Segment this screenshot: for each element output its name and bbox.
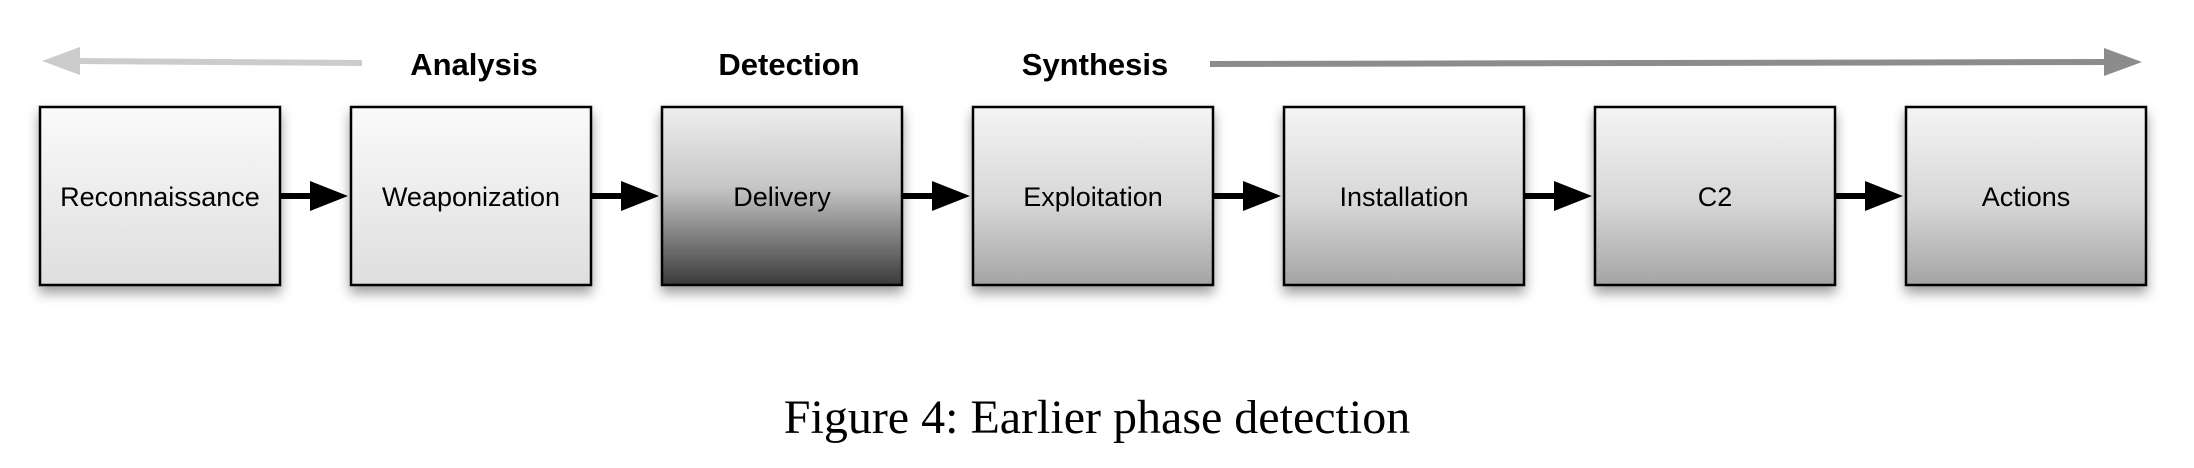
stage-box-c2	[1593, 105, 1837, 287]
stage-reconnaissance: Reconnaissance	[38, 105, 282, 287]
stage-label-exploitation: Exploitation	[1023, 182, 1163, 212]
backward-arrow-shaft	[73, 58, 363, 66]
connector-installation-to-c2	[1525, 181, 1592, 211]
connector-weaponization-to-delivery	[592, 181, 659, 211]
stage-box-installation	[1282, 105, 1526, 287]
backward-arrow-head	[42, 47, 80, 75]
backward-arrow	[42, 47, 363, 75]
figure-caption: Figure 4: Earlier phase detection	[783, 391, 1411, 444]
connector-exploitation-to-installation	[1214, 181, 1281, 211]
stage-label-delivery: Delivery	[733, 182, 831, 212]
stage-box-delivery	[660, 105, 904, 287]
connector-c2-to-actions	[1836, 181, 1903, 211]
connector-delivery-to-exploitation	[903, 181, 970, 211]
connector-arrowhead-icon	[1243, 181, 1281, 211]
stage-label-reconnaissance: Reconnaissance	[60, 182, 260, 212]
stage-exploitation: Exploitation	[971, 105, 1215, 287]
stage-weaponization: Weaponization	[349, 105, 593, 287]
stage-label-weaponization: Weaponization	[382, 182, 560, 212]
phase-label-analysis: Analysis	[410, 47, 538, 82]
forward-arrow-head	[2104, 48, 2142, 76]
forward-arrow	[1209, 48, 2142, 76]
stage-c2: C2	[1593, 105, 1837, 287]
stage-label-c2: C2	[1698, 182, 1733, 212]
connector-arrowhead-icon	[310, 181, 348, 211]
stage-box-exploitation	[971, 105, 1215, 287]
stage-delivery: Delivery	[660, 105, 904, 287]
phase-label-synthesis: Synthesis	[1022, 47, 1168, 82]
stage-box-weaponization	[349, 105, 593, 287]
stage-label-actions: Actions	[1982, 182, 2071, 212]
stage-box-reconnaissance	[38, 105, 282, 287]
stage-actions: Actions	[1904, 105, 2148, 287]
connector-reconnaissance-to-weaponization	[281, 181, 348, 211]
connector-arrowhead-icon	[621, 181, 659, 211]
forward-arrow-shaft	[1209, 59, 2111, 67]
connector-arrowhead-icon	[1865, 181, 1903, 211]
connector-arrowhead-icon	[932, 181, 970, 211]
kill-chain-diagram: Analysis Detection Synthesis Reconnaissa…	[38, 47, 2148, 287]
connector-arrowhead-icon	[1554, 181, 1592, 211]
phase-label-detection: Detection	[718, 47, 859, 82]
stage-box-actions	[1904, 105, 2148, 287]
stage-installation: Installation	[1282, 105, 1526, 287]
stage-label-installation: Installation	[1339, 182, 1468, 212]
